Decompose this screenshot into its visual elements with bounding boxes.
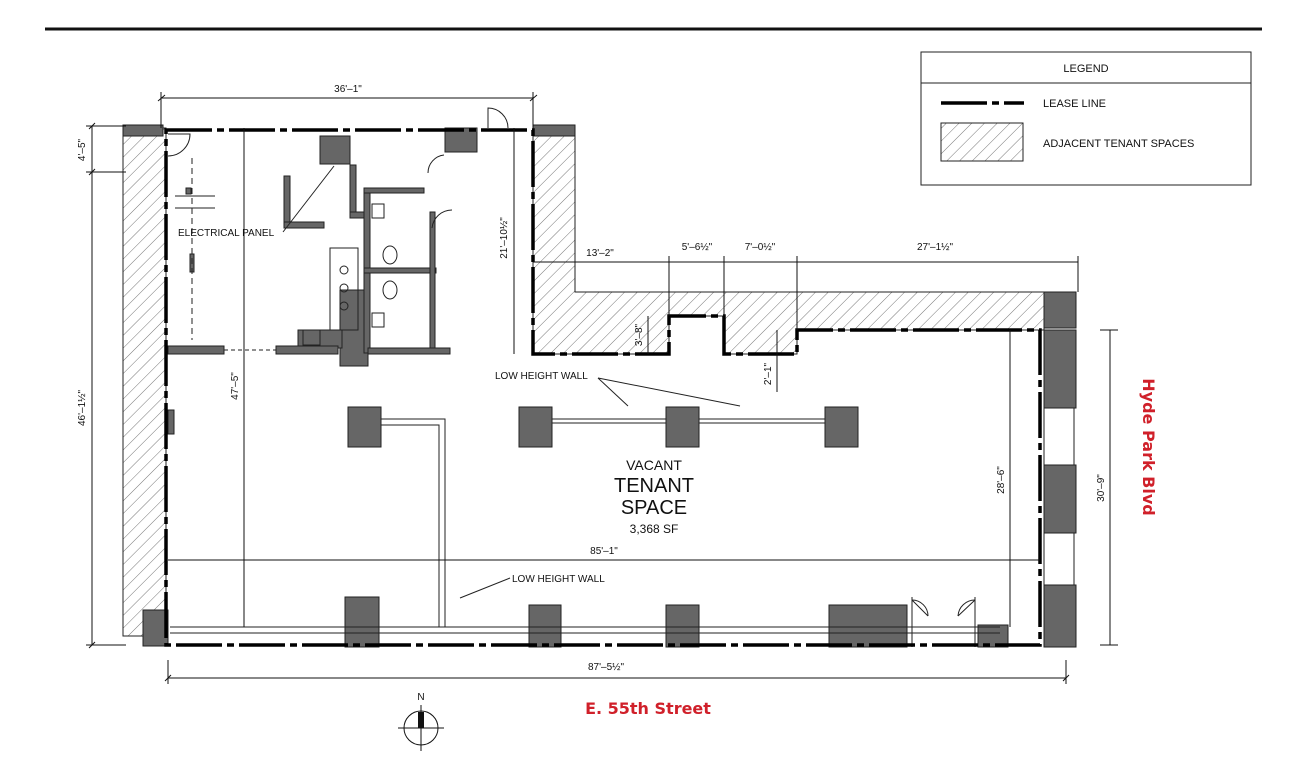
toilet-icon	[382, 280, 398, 300]
dim-85-1: 85'–1"	[590, 546, 618, 557]
space-title-line1: TENANT	[614, 475, 694, 497]
structural-walls	[122, 124, 1077, 648]
dim-3-8: 3'–8"	[634, 323, 645, 346]
adjacent-space-west	[122, 127, 167, 637]
dim-28-6: 28'–6"	[996, 466, 1007, 494]
dim-5-6: 5'–6½"	[682, 242, 713, 253]
electrical-panel-label: ELECTRICAL PANEL	[178, 228, 275, 239]
dim-top-width: 36'–1"	[334, 84, 362, 95]
street-south-label: E. 55th Street	[585, 699, 711, 718]
low-height-wall-label-top: LOW HEIGHT WALL	[495, 371, 588, 382]
low-height-wall-label-bottom: LOW HEIGHT WALL	[512, 574, 605, 585]
legend-box	[920, 51, 1252, 186]
dim-left-small: 4'–5"	[77, 138, 88, 161]
dim-interior-height: 47'–5"	[230, 372, 241, 400]
north-arrow-icon	[398, 705, 444, 751]
toilet-icon	[382, 245, 398, 265]
low-height-walls	[170, 418, 1000, 634]
street-east-label: Hyde Park Blvd	[1139, 378, 1158, 515]
space-area: 3,368 SF	[630, 522, 679, 536]
dim-30-9: 30'–9"	[1096, 474, 1107, 502]
adjacent-space-swatch	[940, 122, 1024, 162]
mop-sink-icon	[302, 329, 321, 346]
space-title-line2: SPACE	[621, 497, 687, 519]
legend-title: LEGEND	[1063, 63, 1108, 75]
lease-line	[164, 128, 1042, 647]
north-label: N	[417, 692, 424, 703]
legend-lease-line-label: LEASE LINE	[1043, 98, 1106, 110]
dimension-lines	[86, 92, 1118, 684]
space-status: VACANT	[626, 457, 682, 473]
doors	[167, 107, 1075, 647]
columns	[347, 406, 859, 448]
dim-87-5: 87'–5½"	[588, 662, 624, 673]
vanity-counter	[329, 247, 359, 331]
dim-13-2: 13'–2"	[586, 248, 614, 259]
dim-7-0: 7'–0½"	[745, 242, 776, 253]
legend-adjacent-label: ADJACENT TENANT SPACES	[1043, 138, 1194, 150]
dim-27-1: 27'–1½"	[917, 242, 953, 253]
interior-walls	[185, 164, 451, 355]
dim-left-total: 46'–1½"	[77, 390, 88, 426]
dim-upper-right-height: 21'–10½"	[499, 217, 510, 259]
dim-2-1: 2'–1"	[763, 362, 774, 385]
